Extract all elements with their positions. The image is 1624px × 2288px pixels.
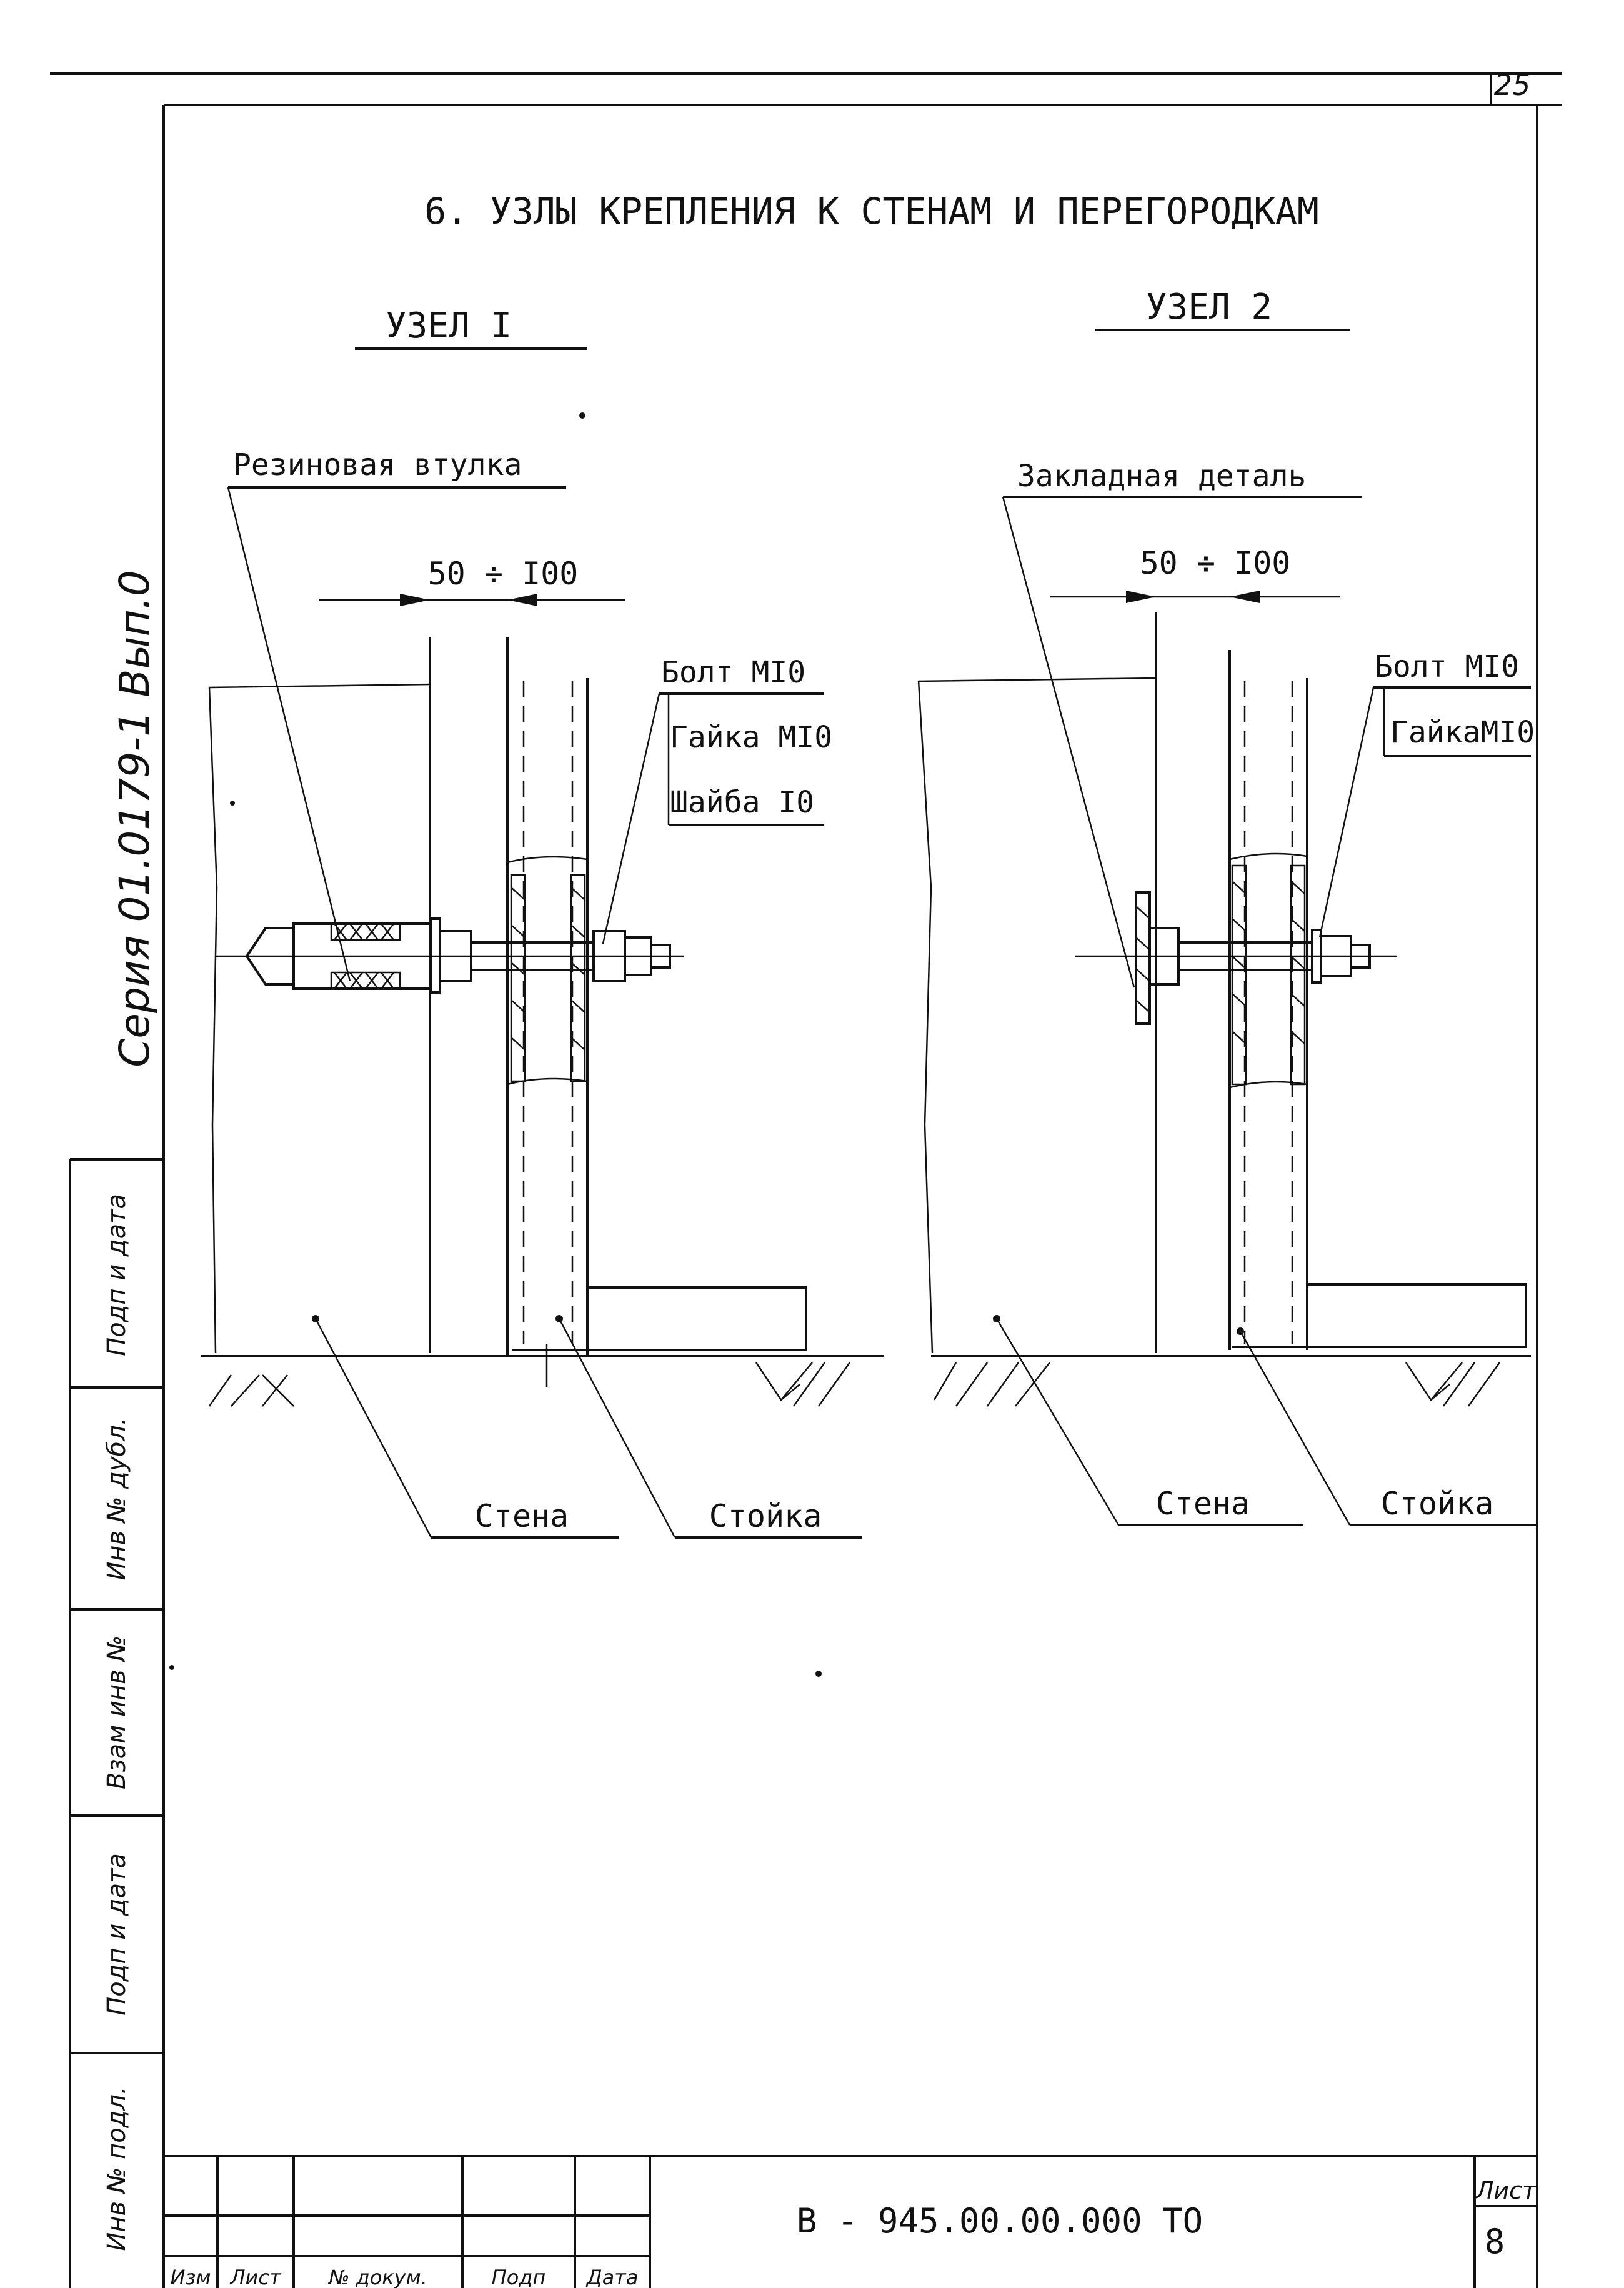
- sheet-frame: [50, 72, 1562, 2288]
- title-block-col-sheet: Лист: [229, 2266, 281, 2288]
- title-block: [164, 2155, 1537, 2288]
- node1-post-label: Стойка: [709, 1498, 822, 1534]
- stamp-dup-inv: Инв № дубл.: [102, 1417, 131, 1581]
- node1-callout-washer: Шайба I0: [670, 785, 814, 820]
- node2-wall-label: Стена: [1156, 1486, 1250, 1522]
- stray-dot: [579, 412, 585, 419]
- series-label: Серия 01.0179-1 Вып.0: [111, 570, 159, 1067]
- node1-drawing: УЗЕЛ I Резиновая втулка 50 ÷ I00: [201, 306, 884, 1539]
- title-block-col-doc: № докум.: [327, 2266, 427, 2288]
- node2-callout-bolt: Болт MI0: [1375, 649, 1519, 684]
- node1-heading: УЗЕЛ I: [386, 306, 512, 346]
- stray-dot: [815, 1671, 822, 1677]
- side-stamp: [69, 1158, 164, 2288]
- node2-heading: УЗЕЛ 2: [1146, 287, 1272, 327]
- node1-dimension: 50 ÷ I00: [428, 556, 579, 592]
- node2-post-label: Стойка: [1381, 1486, 1494, 1522]
- node2-embed-label: Закладная деталь: [1017, 459, 1306, 494]
- node2-dimension: 50 ÷ I00: [1140, 545, 1291, 581]
- stamp-sign-date-2: Подп и дата: [102, 1853, 131, 2016]
- node2-callout-nut: ГайкаMI0: [1390, 715, 1535, 750]
- document-designation: В - 945.00.00.000 ТО: [797, 2201, 1203, 2241]
- sheet-label: Лист: [1475, 2177, 1537, 2204]
- node1-sleeve-label: Резиновая втулка: [233, 447, 522, 482]
- node1-wall-label: Стена: [475, 1498, 569, 1534]
- node2-drawing: УЗЕЛ 2 Закладная деталь 50 ÷ I00: [917, 287, 1537, 1526]
- node1-callout-nut: Гайка MI0: [670, 720, 832, 755]
- title-block-col-sign: Подп: [492, 2266, 546, 2288]
- title-block-col-date: Дата: [585, 2266, 639, 2288]
- stamp-orig-inv: Инв № подл.: [102, 2086, 131, 2251]
- page-number: 25: [1494, 68, 1531, 102]
- sheet-number: 8: [1485, 2222, 1505, 2261]
- stamp-replace-inv: Взам инв №: [102, 1636, 131, 1789]
- sheet-title: 6. УЗЛЫ КРЕПЛЕНИЯ К СТЕНАМ И ПЕРЕГОРОДКА…: [424, 190, 1319, 232]
- stray-dot: [169, 1665, 174, 1670]
- title-block-col-change: Изм: [170, 2266, 211, 2288]
- node1-callout-bolt: Болт MI0: [661, 655, 805, 690]
- stamp-sign-date-1: Подп и дата: [102, 1194, 131, 1356]
- stray-dot: [230, 801, 235, 806]
